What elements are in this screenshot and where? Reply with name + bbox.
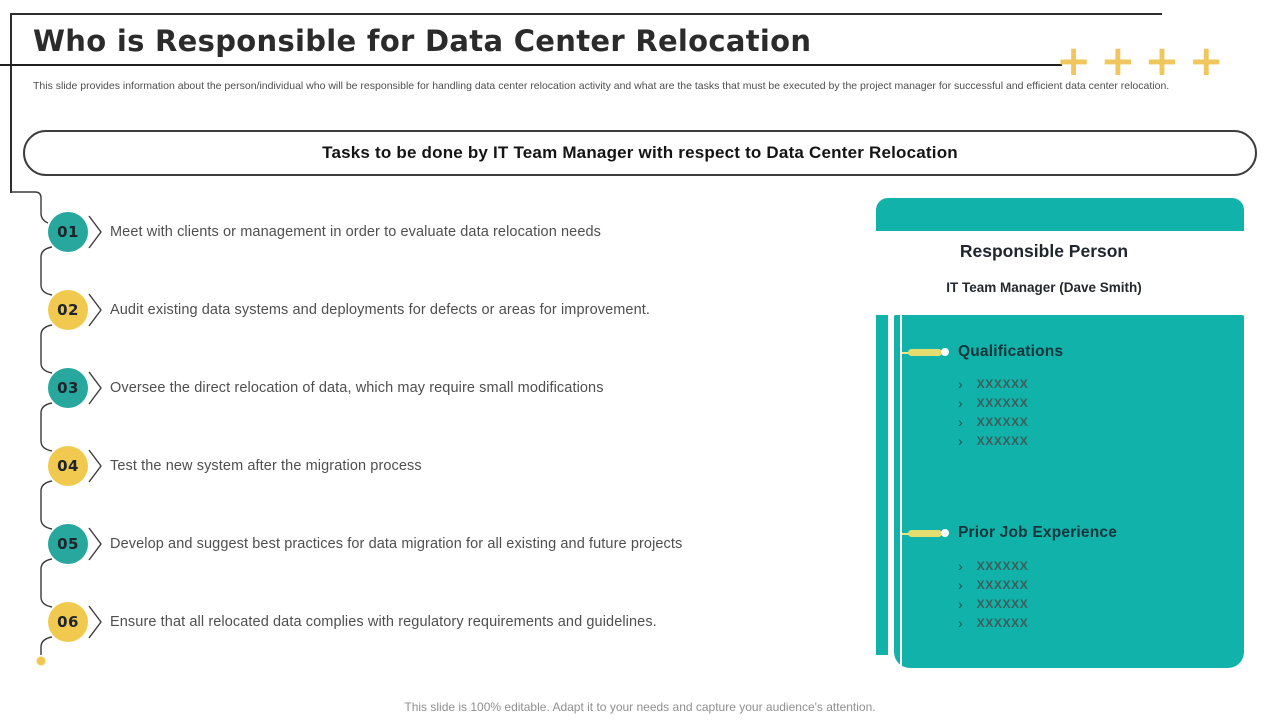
- task-number-badge: 03: [48, 368, 88, 408]
- timeline-connector-line: [10, 191, 53, 666]
- chevron-right-icon: [88, 605, 102, 639]
- placeholder-text: XXXXXX: [976, 596, 1029, 611]
- section-title-prior-job-experience: Prior Job Experience: [958, 524, 1118, 541]
- placeholder-text: XXXXXX: [976, 376, 1029, 391]
- task-text: Test the new system after the migration …: [110, 458, 422, 474]
- chevron-right-icon: [88, 371, 102, 405]
- chevron-right-icon: [88, 215, 102, 249]
- task-text: Ensure that all relocated data complies …: [110, 614, 657, 630]
- placeholder-text: XXXXXX: [976, 395, 1029, 410]
- plus-icon: +: [1056, 36, 1092, 85]
- panel-heading: Responsible Person: [959, 241, 1129, 261]
- list-item: › XXXXXX: [958, 613, 1028, 632]
- task-row: 01 Meet with clients or management in or…: [0, 212, 780, 252]
- list-item: › XXXXXX: [958, 594, 1028, 613]
- placeholder-text: XXXXXX: [976, 577, 1029, 592]
- task-number-badge: 02: [48, 290, 88, 330]
- task-number-badge: 01: [48, 212, 88, 252]
- chevron-right-icon: ›: [958, 375, 963, 392]
- chevron-right-icon: ›: [958, 557, 963, 574]
- banner-pill: Tasks to be done by IT Team Manager with…: [23, 130, 1257, 176]
- list-item: › XXXXXX: [958, 575, 1028, 594]
- task-row: 03 Oversee the direct relocation of data…: [0, 368, 780, 408]
- placeholder-text: XXXXXX: [976, 615, 1029, 630]
- chevron-right-icon: ›: [958, 413, 963, 430]
- chevron-right-icon: [88, 293, 102, 327]
- banner-text: Tasks to be done by IT Team Manager with…: [322, 143, 958, 162]
- chevron-right-icon: ›: [958, 394, 963, 411]
- task-text: Oversee the direct relocation of data, w…: [110, 380, 604, 396]
- title-underline: [0, 64, 1062, 66]
- task-row: 05 Develop and suggest best practices fo…: [0, 524, 780, 564]
- section-title-qualifications: Qualifications: [958, 343, 1064, 360]
- placeholder-text: XXXXXX: [976, 433, 1029, 448]
- task-number-badge: 04: [48, 446, 88, 486]
- panel-body: [894, 315, 1244, 668]
- chevron-right-icon: ›: [958, 595, 963, 612]
- section-marker-dot: [941, 529, 949, 537]
- task-number-badge: 06: [48, 602, 88, 642]
- chevron-right-icon: ›: [958, 432, 963, 449]
- footer-note: This slide is 100% editable. Adapt it to…: [404, 700, 876, 714]
- task-text: Audit existing data systems and deployme…: [110, 302, 651, 318]
- page-title: Who is Responsible for Data Center Reloc…: [33, 24, 812, 58]
- task-row: 02 Audit existing data systems and deplo…: [0, 290, 780, 330]
- list-item: › XXXXXX: [958, 431, 1028, 450]
- plus-decoration: + + + +: [1056, 40, 1224, 82]
- task-row: 04 Test the new system after the migrati…: [0, 446, 780, 486]
- panel-vertical-line: [900, 315, 902, 668]
- task-text: Meet with clients or management in order…: [110, 224, 602, 240]
- section-marker-pill: [908, 530, 942, 537]
- plus-icon: +: [1188, 36, 1224, 85]
- chevron-right-icon: ›: [958, 576, 963, 593]
- placeholder-text: XXXXXX: [976, 414, 1029, 429]
- chevron-right-icon: ›: [958, 614, 963, 631]
- slide-subtitle: This slide provides information about th…: [33, 80, 1170, 92]
- list-item: › XXXXXX: [958, 556, 1028, 575]
- panel-side-strip: [876, 315, 888, 655]
- task-row: 06 Ensure that all relocated data compli…: [0, 602, 780, 642]
- top-frame-line: [10, 13, 1162, 15]
- section-marker-pill: [908, 349, 942, 356]
- chevron-right-icon: [88, 527, 102, 561]
- plus-icon: +: [1144, 36, 1180, 85]
- rail-end-dot: [36, 656, 46, 666]
- section-marker-dot: [941, 348, 949, 356]
- panel-top-bar: [876, 198, 1244, 231]
- task-number-badge: 05: [48, 524, 88, 564]
- panel-subheading: IT Team Manager (Dave Smith): [946, 280, 1142, 295]
- list-item: › XXXXXX: [958, 393, 1028, 412]
- chevron-right-icon: [88, 449, 102, 483]
- list-item: › XXXXXX: [958, 412, 1028, 431]
- task-text: Develop and suggest best practices for d…: [110, 536, 683, 552]
- left-frame-line: [10, 13, 12, 193]
- list-item: › XXXXXX: [958, 374, 1028, 393]
- plus-icon: +: [1100, 36, 1136, 85]
- placeholder-text: XXXXXX: [976, 558, 1029, 573]
